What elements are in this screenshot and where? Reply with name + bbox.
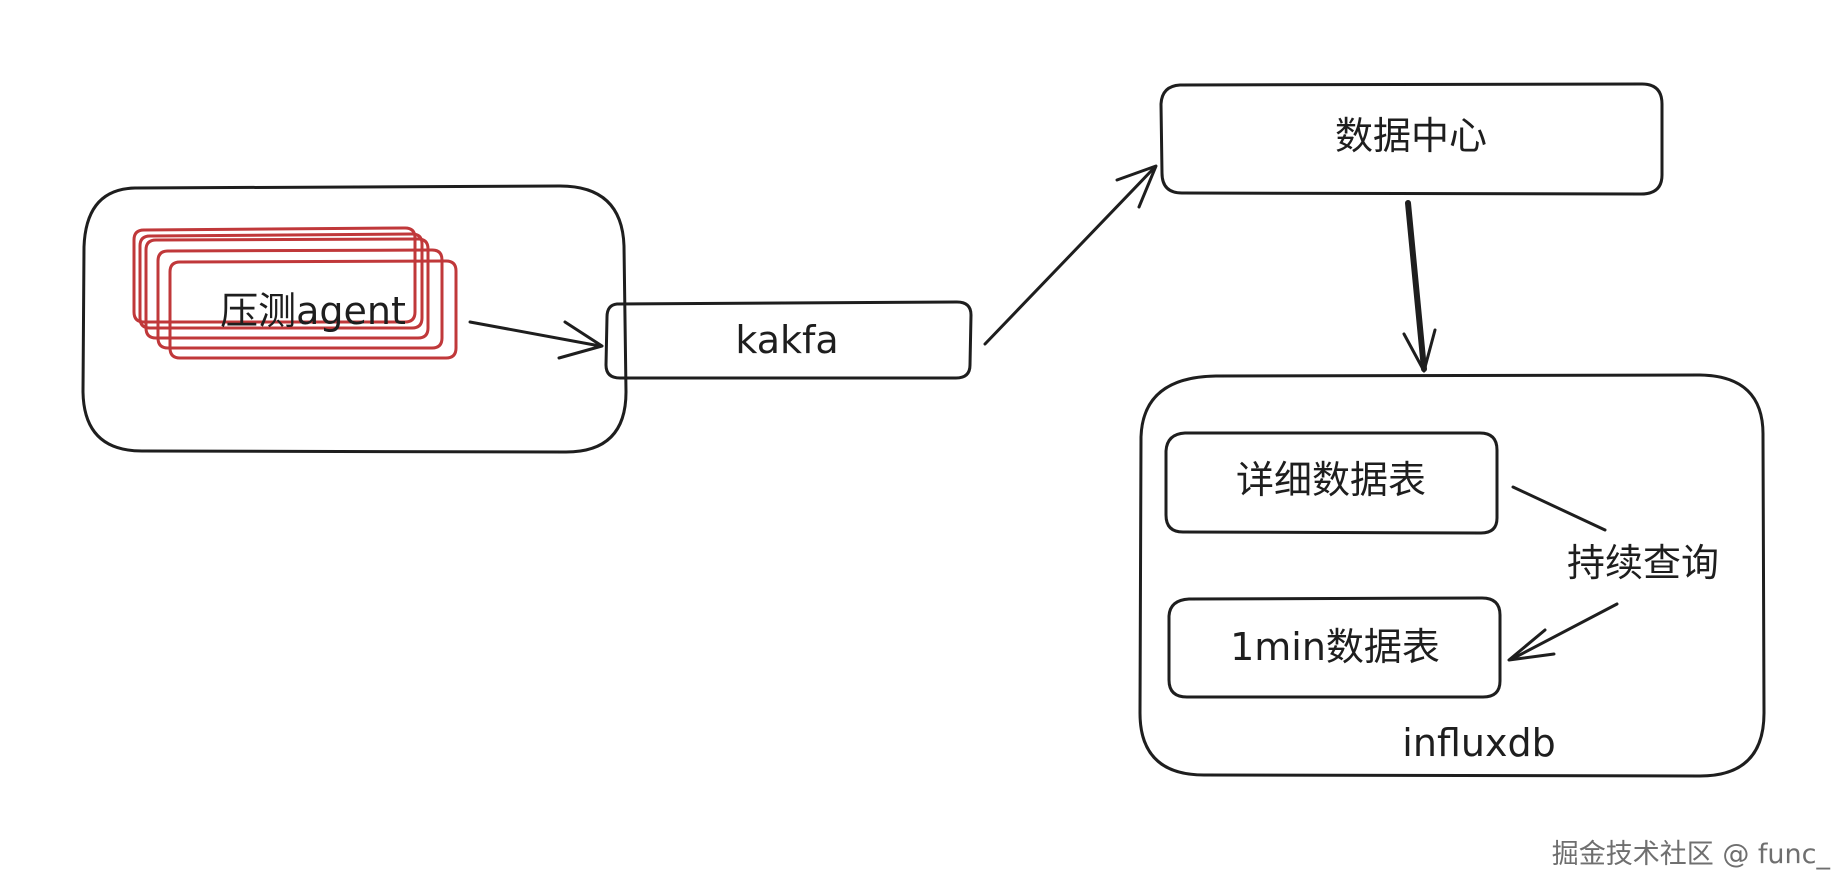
- min-table-box: [1167, 596, 1502, 699]
- arrow-agent-to-kafka: [468, 320, 602, 348]
- influxdb-label: influxdb: [1402, 721, 1556, 765]
- agent-label: 压测agent: [220, 289, 406, 333]
- agent-container: [81, 184, 628, 454]
- arrow-kafka-to-datacenter: [983, 166, 1156, 346]
- agent-box-3: [156, 248, 444, 350]
- arrow-agent-to-kafka-head: [557, 320, 604, 360]
- data-center-box: [1159, 82, 1664, 196]
- continuous-query-label: 持续查询: [1566, 541, 1720, 585]
- agent-box-4: [168, 259, 458, 360]
- agent-box-2: [144, 237, 430, 340]
- arrow-kafka-to-datacenter-head: [1115, 164, 1158, 209]
- continuous-query-line: [1511, 485, 1607, 532]
- continuous-query-arrow-head: [1507, 628, 1556, 662]
- agent-box-1: [132, 226, 417, 324]
- watermark: 掘金技术社区 @ func_: [1551, 839, 1830, 870]
- detail-table-box: [1164, 431, 1499, 535]
- influxdb-container: [1138, 373, 1766, 778]
- arrow-datacenter-to-influxdb-head: [1402, 328, 1437, 373]
- agent-box-5: [138, 232, 424, 330]
- continuous-query-arrow: [1510, 602, 1619, 661]
- detail-table-label: 详细数据表: [1235, 458, 1427, 502]
- kafka-label: kakfa: [735, 318, 839, 362]
- kafka-box: [604, 300, 973, 380]
- arrow-datacenter-to-influxdb: [1405, 200, 1427, 372]
- data-center-label: 数据中心: [1334, 114, 1488, 158]
- min-table-label: 1min数据表: [1230, 625, 1440, 669]
